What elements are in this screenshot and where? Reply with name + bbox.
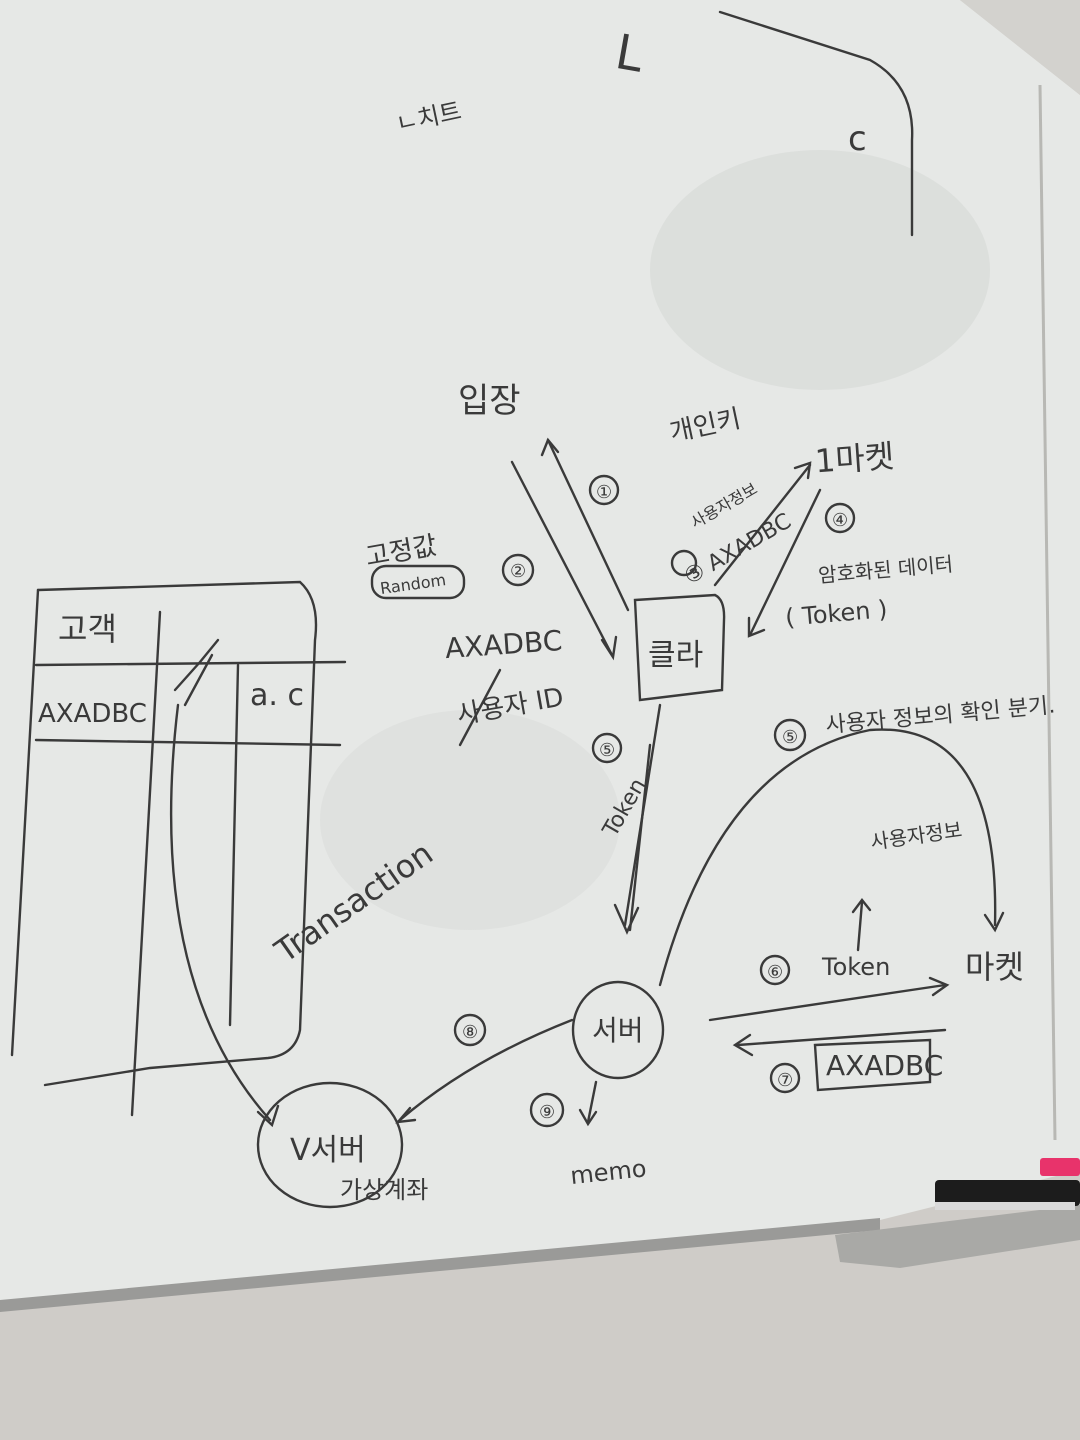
table-col-line-2 xyxy=(228,663,240,1027)
ink-strokes xyxy=(10,10,1005,1209)
step4-circle xyxy=(824,502,856,534)
wall-corner xyxy=(960,0,1080,95)
arrowhead-token xyxy=(928,976,950,997)
smudge xyxy=(650,150,990,390)
table-row-line-1 xyxy=(34,660,347,667)
smudge xyxy=(320,710,620,930)
arrow-market1-to-client xyxy=(748,488,822,637)
step2-circle xyxy=(501,553,535,587)
table-col-line-1 xyxy=(130,610,162,1117)
arrowhead-up xyxy=(851,898,872,914)
step8-circle xyxy=(453,1013,487,1047)
arrow-client-to-server-2 xyxy=(628,743,652,932)
arrowhead-vserver xyxy=(256,1104,280,1128)
marker-tray xyxy=(835,1205,1080,1268)
client-label: 클라 xyxy=(648,638,703,673)
arrowhead-client-2 xyxy=(747,616,766,638)
step1-label: ① xyxy=(596,482,612,503)
arrowhead-market2 xyxy=(983,911,1005,933)
arrow-server-to-vserver xyxy=(398,1018,574,1122)
step9-circle xyxy=(529,1092,565,1128)
arrowhead-vserver-2 xyxy=(395,1106,417,1124)
arrow-up xyxy=(856,900,864,952)
market1-label: 1마켓 xyxy=(814,437,896,480)
eraser-felt xyxy=(935,1202,1075,1210)
arrow-enter-to-client xyxy=(510,460,614,657)
arrow-server-to-market2 xyxy=(658,728,997,987)
enter-label: 입장 xyxy=(458,381,521,421)
arrow-client-to-enter xyxy=(546,438,630,612)
axadbc-mid-label: AXADBC xyxy=(444,624,563,665)
step3-circle xyxy=(670,549,698,577)
table-row-val: a. c xyxy=(250,678,304,713)
arrowhead-server xyxy=(613,903,640,935)
arrow-table-to-vserver xyxy=(169,703,272,1122)
client-box xyxy=(633,593,726,702)
step6-label: ⑥ xyxy=(767,962,783,983)
step5b-circle xyxy=(773,718,807,752)
table-outline xyxy=(36,580,318,1087)
vserver-label: V서버 xyxy=(290,1133,366,1168)
arrow-server-to-memo xyxy=(586,1080,598,1124)
token6-label: Token xyxy=(821,953,890,981)
arrowhead-memo xyxy=(578,1108,598,1127)
table-row-key: AXADBC xyxy=(38,699,147,729)
step7-label: ⑦ xyxy=(777,1070,793,1091)
pink-marker xyxy=(1040,1158,1080,1176)
table-left-edge xyxy=(10,588,40,1057)
table-row-line-2 xyxy=(34,738,342,747)
arrow-market2-back xyxy=(736,1028,947,1047)
board-frame-right xyxy=(1038,84,1057,1141)
market2-label: 마켓 xyxy=(965,948,1024,986)
vserver-sub-label: 가상계좌 xyxy=(340,1176,428,1204)
table-check xyxy=(173,638,220,707)
axadbc-box-label: AXADBC xyxy=(826,1049,943,1082)
arrow-token-to-market2 xyxy=(708,983,947,1022)
step2-label: ② xyxy=(510,561,526,582)
arrowhead-client xyxy=(600,635,618,661)
c-mark: c xyxy=(848,119,867,159)
step9-label: ⑨ xyxy=(539,1102,555,1123)
axadbc-box xyxy=(813,1038,932,1092)
step6-circle xyxy=(759,954,791,986)
arrowhead-market1 xyxy=(793,461,812,480)
step5b-label: ⑤ xyxy=(782,727,798,748)
top-outline xyxy=(718,10,914,237)
table-header: 고객 xyxy=(58,610,117,648)
arrow-client-to-market1 xyxy=(713,463,812,587)
arrowhead-back xyxy=(732,1033,754,1057)
step1-circle xyxy=(588,474,620,506)
strike-user-id xyxy=(458,668,502,747)
server-circle xyxy=(571,980,665,1080)
step5-label: ⑤ xyxy=(599,740,615,761)
arrowhead-enter xyxy=(540,437,560,457)
board-frame-bottom xyxy=(0,1218,880,1312)
step4-label: ④ xyxy=(832,510,848,531)
step8-label: ⑧ xyxy=(462,1022,478,1043)
server-label: 서버 xyxy=(592,1014,644,1047)
random-box xyxy=(370,564,466,600)
vserver-circle xyxy=(256,1081,404,1209)
eraser xyxy=(935,1180,1080,1206)
step5-circle xyxy=(591,732,623,764)
step7-circle xyxy=(769,1062,801,1094)
